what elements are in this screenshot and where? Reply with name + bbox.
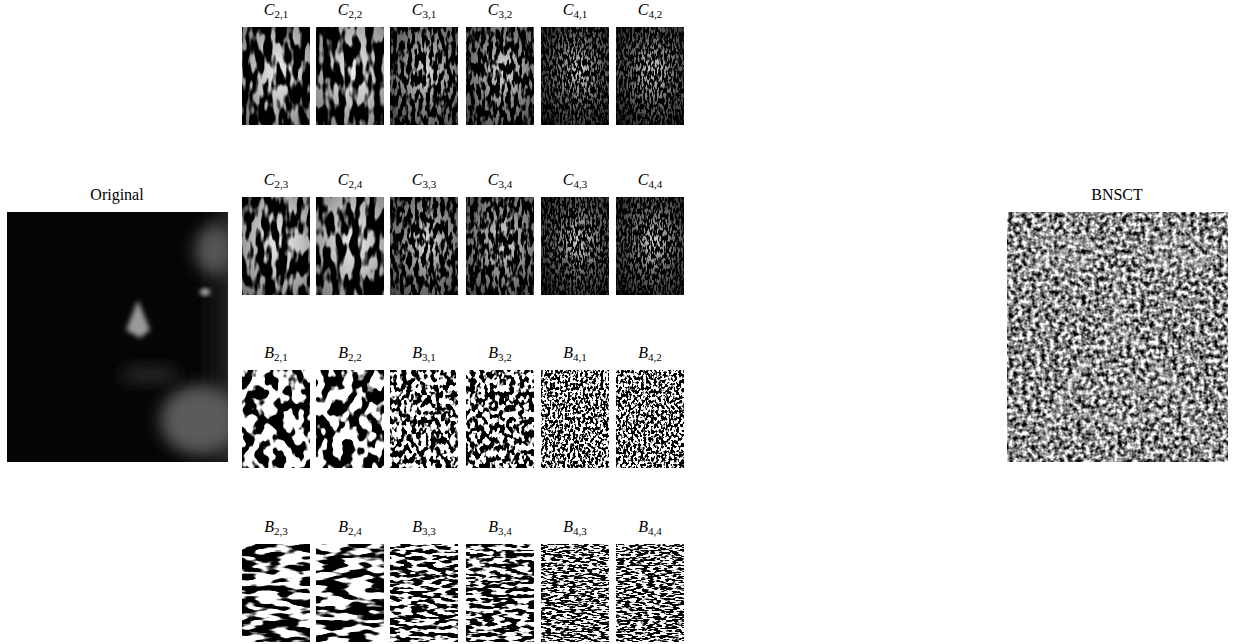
bandlet-panel xyxy=(616,370,684,468)
bandlet-panel xyxy=(390,544,458,642)
subband-label: B4,2 xyxy=(638,345,662,363)
contourlet-panel xyxy=(616,27,684,125)
subband-label: C4,2 xyxy=(638,2,662,20)
contourlet-panel xyxy=(616,197,684,295)
bandlet-panel xyxy=(316,370,384,468)
bandlet-panel xyxy=(390,370,458,468)
image-title: Original xyxy=(90,187,143,203)
bandlet-panel xyxy=(242,544,310,642)
subband-label: B2,4 xyxy=(338,519,362,537)
bandlet-panel xyxy=(242,370,310,468)
contourlet-panel xyxy=(316,27,384,125)
contourlet-panel xyxy=(541,27,609,125)
subband-panels xyxy=(242,27,684,642)
subband-label: C4,3 xyxy=(563,172,587,190)
bnsct-image xyxy=(1007,212,1228,462)
subband-label: C2,1 xyxy=(264,2,288,20)
contourlet-panel xyxy=(242,27,310,125)
contourlet-panel xyxy=(242,197,310,295)
contourlet-panel xyxy=(541,197,609,295)
contourlet-panel xyxy=(466,27,534,125)
bandlet-panel xyxy=(466,544,534,642)
bandlet-panel xyxy=(466,370,534,468)
subband-label: B3,2 xyxy=(488,345,512,363)
subband-label: C2,3 xyxy=(264,172,288,190)
bandlet-panel xyxy=(316,544,384,642)
bandlet-panel xyxy=(541,544,609,642)
contourlet-panel xyxy=(390,27,458,125)
subband-label: C2,2 xyxy=(338,2,362,20)
subband-label: B3,4 xyxy=(488,519,512,537)
subband-label: C3,1 xyxy=(412,2,436,20)
subband-label: B2,2 xyxy=(338,345,362,363)
bandlet-panel xyxy=(616,544,684,642)
subband-label: C4,1 xyxy=(563,2,587,20)
contourlet-panel xyxy=(316,197,384,295)
subband-label: B2,3 xyxy=(264,519,288,537)
contourlet-panel xyxy=(466,197,534,295)
subband-label: B3,3 xyxy=(412,519,436,537)
original-image xyxy=(7,212,228,462)
subband-label: B4,4 xyxy=(638,519,662,537)
subband-label: C3,2 xyxy=(488,2,512,20)
subband-label: B2,1 xyxy=(264,345,288,363)
subband-label: C4,4 xyxy=(638,172,662,190)
contourlet-panel xyxy=(390,197,458,295)
subband-label: B4,1 xyxy=(563,345,587,363)
subband-label: C2,4 xyxy=(338,172,362,190)
bandlet-panel xyxy=(541,370,609,468)
subband-label: B3,1 xyxy=(412,345,436,363)
subband-label: B4,3 xyxy=(563,519,587,537)
subband-label: C3,4 xyxy=(488,172,512,190)
image-title: BNSCT xyxy=(1091,187,1143,203)
subband-label: C3,3 xyxy=(412,172,436,190)
